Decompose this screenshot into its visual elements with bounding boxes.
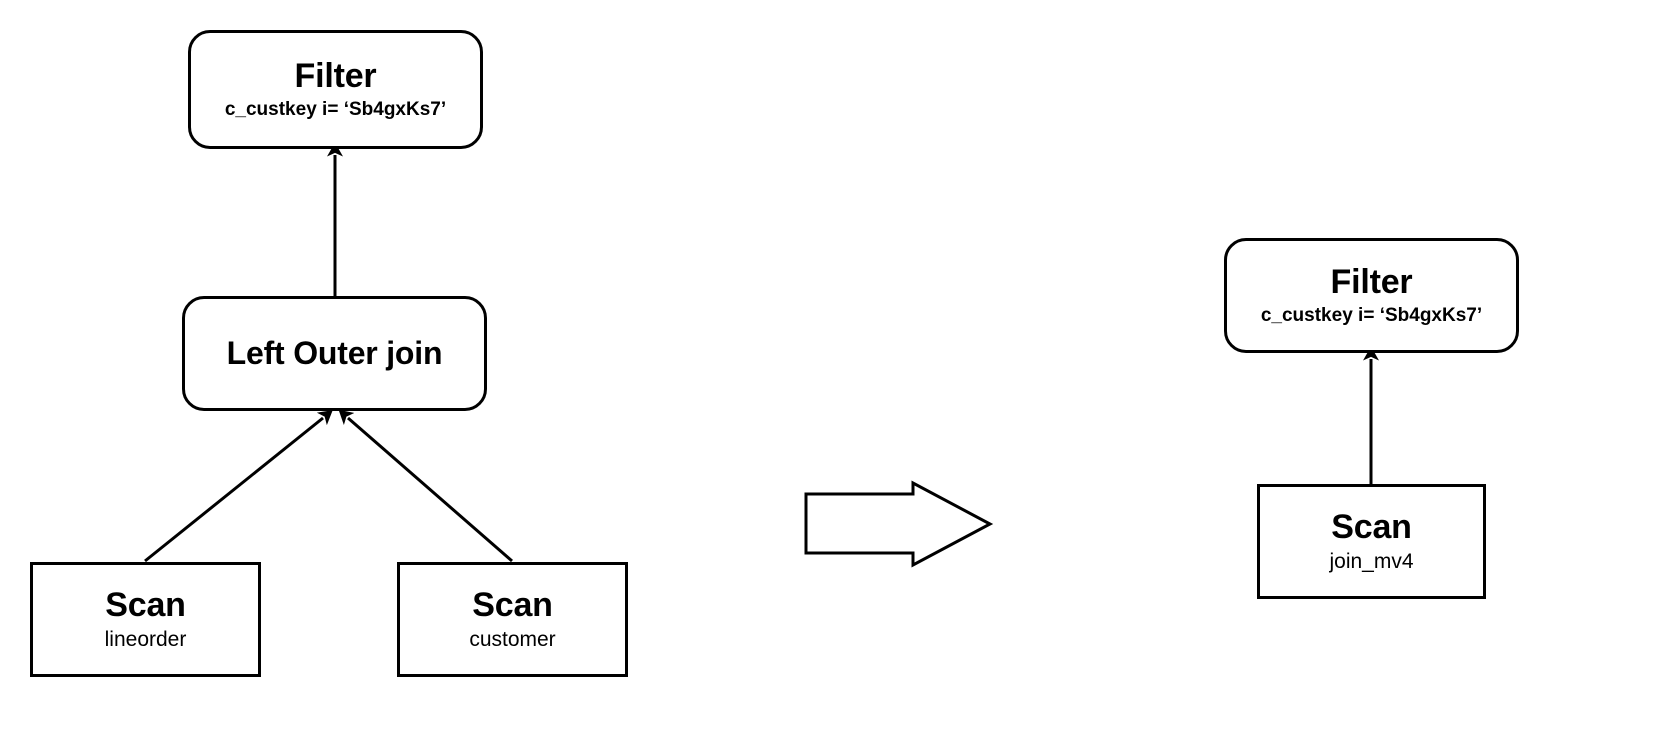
node-left-outer-join[interactable]: Left Outer join (182, 296, 487, 411)
node-subtitle: c_custkey i= ‘Sb4gxKs7’ (1260, 305, 1483, 327)
node-title: Filter (294, 56, 377, 95)
node-filter-original[interactable]: Filter c_custkey i= ‘Sb4gxKs7’ (188, 30, 483, 149)
node-title: Filter (1330, 262, 1413, 301)
node-scan-customer[interactable]: Scan customer (397, 562, 628, 677)
node-title: Scan (105, 586, 186, 625)
right-block-arrow-icon (804, 480, 994, 568)
node-subtitle: c_custkey i= ‘Sb4gxKs7’ (224, 99, 447, 121)
node-subtitle: join_mv4 (1329, 549, 1414, 573)
node-scan-lineorder[interactable]: Scan lineorder (30, 562, 261, 677)
node-filter-rewritten[interactable]: Filter c_custkey i= ‘Sb4gxKs7’ (1224, 238, 1519, 353)
edge-customer-to-join (338, 409, 513, 563)
edge-lineorder-to-join (144, 410, 333, 563)
node-title: Scan (1331, 508, 1412, 547)
node-subtitle: customer (469, 627, 556, 651)
node-title: Scan (472, 586, 553, 625)
node-title: Left Outer join (226, 334, 443, 371)
node-scan-join-mv4[interactable]: Scan join_mv4 (1257, 484, 1486, 599)
node-subtitle: lineorder (104, 627, 187, 651)
